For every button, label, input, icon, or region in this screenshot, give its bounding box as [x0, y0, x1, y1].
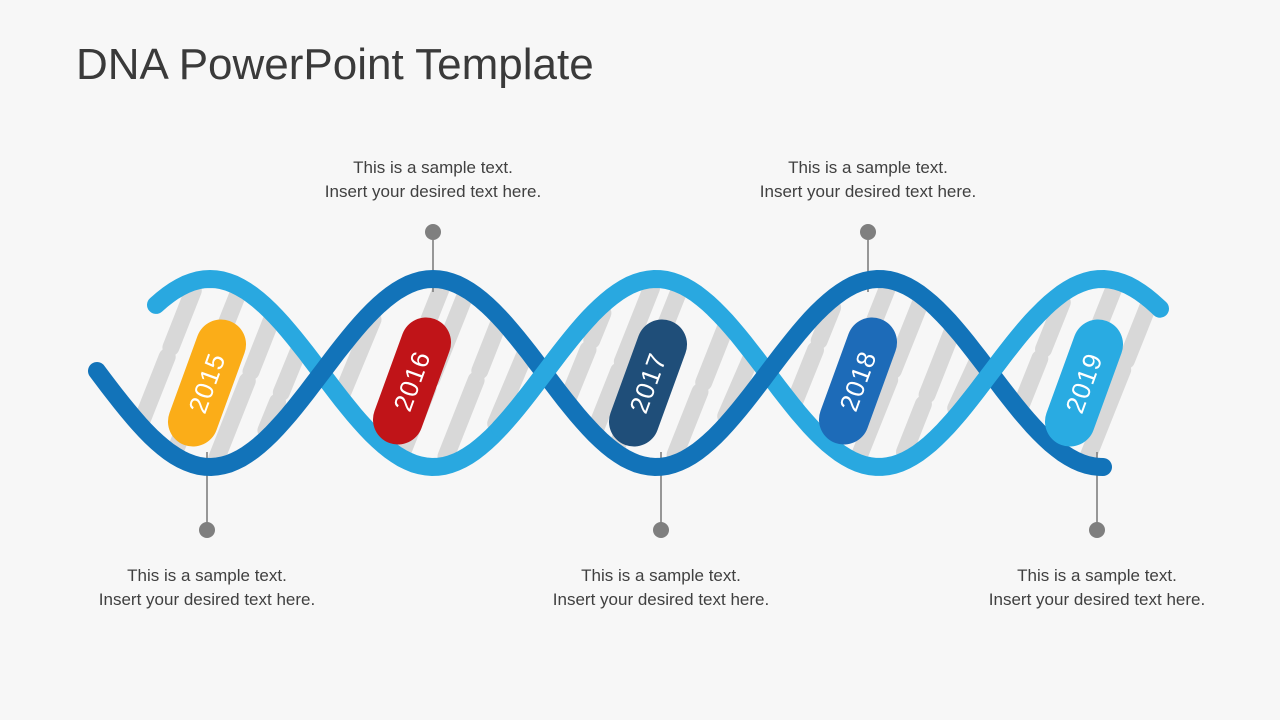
dna-rung-segment [695, 320, 734, 391]
callout-line-1: This is a sample text. [353, 158, 513, 177]
dna-rung-segment [613, 279, 660, 371]
callout-text-bottom-3[interactable]: This is a sample text. Insert your desir… [989, 564, 1205, 612]
year-pill-shape [608, 319, 688, 447]
callout-connector-dot [653, 522, 669, 538]
year-pill-2019[interactable]: 2019 [1038, 312, 1130, 453]
dna-rung-segment [666, 383, 709, 464]
year-pill-2018[interactable]: 2018 [812, 310, 904, 451]
dna-rung-segment [272, 343, 307, 402]
callout-line-1: This is a sample text. [1017, 566, 1177, 585]
dna-rung-segment [588, 362, 628, 436]
dna-rung-segment [1117, 298, 1157, 369]
dna-rung-segment [134, 348, 176, 428]
year-pill-2016[interactable]: 2016 [366, 310, 458, 451]
callout-dots [199, 224, 1105, 538]
callout-connector-dot [860, 224, 876, 240]
dna-rung-segment [208, 372, 256, 467]
slide-title[interactable]: DNA PowerPoint Template [76, 40, 594, 89]
callout-text-top-1[interactable]: This is a sample text. Insert your desir… [325, 156, 541, 204]
dna-rung-segment [334, 311, 382, 401]
callout-connector-dot [199, 522, 215, 538]
callout-line-1: This is a sample text. [788, 158, 948, 177]
callout-line-2: Insert your desired text here. [98, 589, 316, 609]
callout-text-bottom-2[interactable]: This is a sample text. Insert your desir… [553, 564, 769, 612]
callout-text-top-2[interactable]: This is a sample text. Insert your desir… [760, 156, 976, 204]
dna-rung-segment [884, 294, 929, 379]
dna-rung-segment [487, 347, 533, 433]
year-pill-shape [1044, 319, 1124, 447]
dna-strand-dark [88, 269, 1112, 477]
callout-line-2: Insert your desired text here. [552, 589, 770, 609]
callout-line-2: Insert your desired text here. [324, 181, 542, 201]
callout-line-1: This is a sample text. [127, 566, 287, 585]
dna-rung-segment [1079, 361, 1132, 465]
year-pill-shape [372, 317, 452, 445]
dna-rung-segment [851, 371, 899, 464]
dna-strand-light-crossing [937, 307, 1045, 438]
dna-strand-light-crossing [491, 307, 599, 438]
dna-rung-segment [1013, 350, 1049, 413]
callout-connector-dot [425, 224, 441, 240]
year-pill-2015[interactable]: 2015 [161, 312, 253, 453]
callout-text-bottom-1[interactable]: This is a sample text. Insert your desir… [99, 564, 315, 612]
dna-rung-segment [560, 341, 597, 405]
year-pill-shape [818, 317, 898, 445]
dna-rung-segment [810, 298, 842, 350]
callout-connector-dot [1089, 522, 1105, 538]
dna-rung-segment [162, 282, 202, 356]
dna-rung-segment [242, 312, 280, 381]
dna-rung-segment [471, 316, 507, 380]
callout-line-1: This is a sample text. [581, 566, 741, 585]
dna-rung-segment [786, 341, 824, 409]
dna-rung-segment [1035, 293, 1071, 358]
callout-line-2: Insert your desired text here. [988, 589, 1206, 609]
dna-rung-segment [918, 324, 960, 404]
year-pill-shape [167, 319, 247, 447]
callout-line-2: Insert your desired text here. [759, 181, 977, 201]
dna-rung-segment [437, 371, 485, 465]
dna-rung-segment [896, 395, 932, 461]
year-pill-2017[interactable]: 2017 [602, 312, 694, 453]
